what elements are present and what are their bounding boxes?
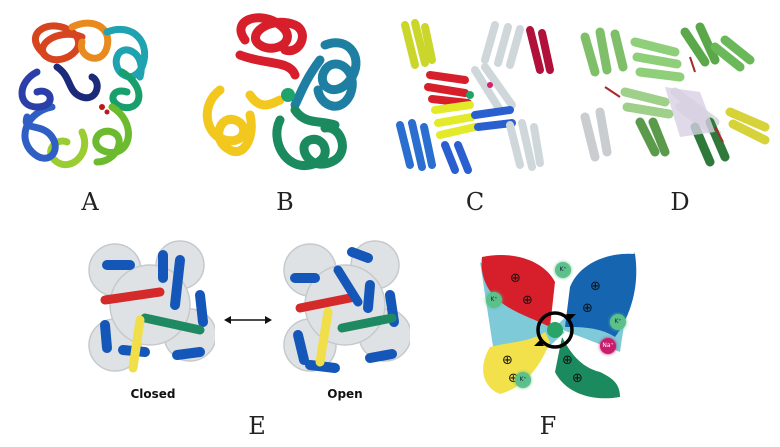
k-ion: K⁺ bbox=[610, 314, 626, 330]
pinwheel-diagram: ⊕ ⊕ ⊕ ⊕ ⊕ ⊕ ⊕ ⊕ bbox=[480, 252, 637, 399]
red-blade bbox=[481, 254, 555, 327]
plus-sign: ⊕ bbox=[522, 293, 533, 308]
plus-sign: ⊕ bbox=[510, 271, 521, 286]
panel-e-open bbox=[280, 240, 410, 380]
panel-e-closed bbox=[85, 240, 215, 380]
closed-caption: Closed bbox=[130, 387, 176, 401]
tetramer-ribbon-image bbox=[202, 13, 361, 170]
panel-a-label: A bbox=[81, 188, 99, 216]
panel-b-structure bbox=[200, 10, 375, 180]
double-arrow-icon bbox=[224, 316, 272, 324]
channel-side-view-image bbox=[396, 19, 554, 174]
plus-sign: ⊕ bbox=[508, 371, 519, 386]
channel-complex-image bbox=[580, 22, 770, 167]
k-ion: K⁺ bbox=[486, 292, 502, 308]
panel-b-label: B bbox=[276, 188, 294, 216]
green-blade bbox=[555, 337, 620, 399]
plus-sign: ⊕ bbox=[502, 353, 513, 368]
panel-f-pinwheel: ⊕ ⊕ ⊕ ⊕ ⊕ ⊕ ⊕ ⊕ bbox=[470, 242, 650, 407]
panel-a-structure bbox=[12, 12, 162, 177]
plus-sign: ⊕ bbox=[572, 371, 583, 386]
na-ion: Na⁺ bbox=[600, 338, 616, 354]
plus-sign: ⊕ bbox=[562, 353, 573, 368]
rainbow-tetramer-image bbox=[18, 19, 149, 169]
plus-sign: ⊕ bbox=[582, 301, 593, 316]
panel-f-label: F bbox=[539, 412, 557, 440]
k-ion: K⁺ bbox=[555, 262, 571, 278]
open-state-image bbox=[283, 240, 410, 373]
plus-sign: ⊕ bbox=[590, 279, 601, 294]
k-ion: K⁺ bbox=[515, 372, 531, 388]
open-caption: Open bbox=[327, 387, 363, 401]
double-arrow bbox=[222, 312, 274, 328]
panel-e-label: E bbox=[248, 412, 266, 440]
panel-d-label: D bbox=[670, 188, 690, 216]
panel-c-label: C bbox=[465, 188, 485, 216]
yellow-blade bbox=[483, 332, 550, 394]
panel-c-structure bbox=[390, 15, 565, 180]
closed-state-image bbox=[88, 240, 215, 373]
panel-d-structure bbox=[565, 12, 770, 182]
